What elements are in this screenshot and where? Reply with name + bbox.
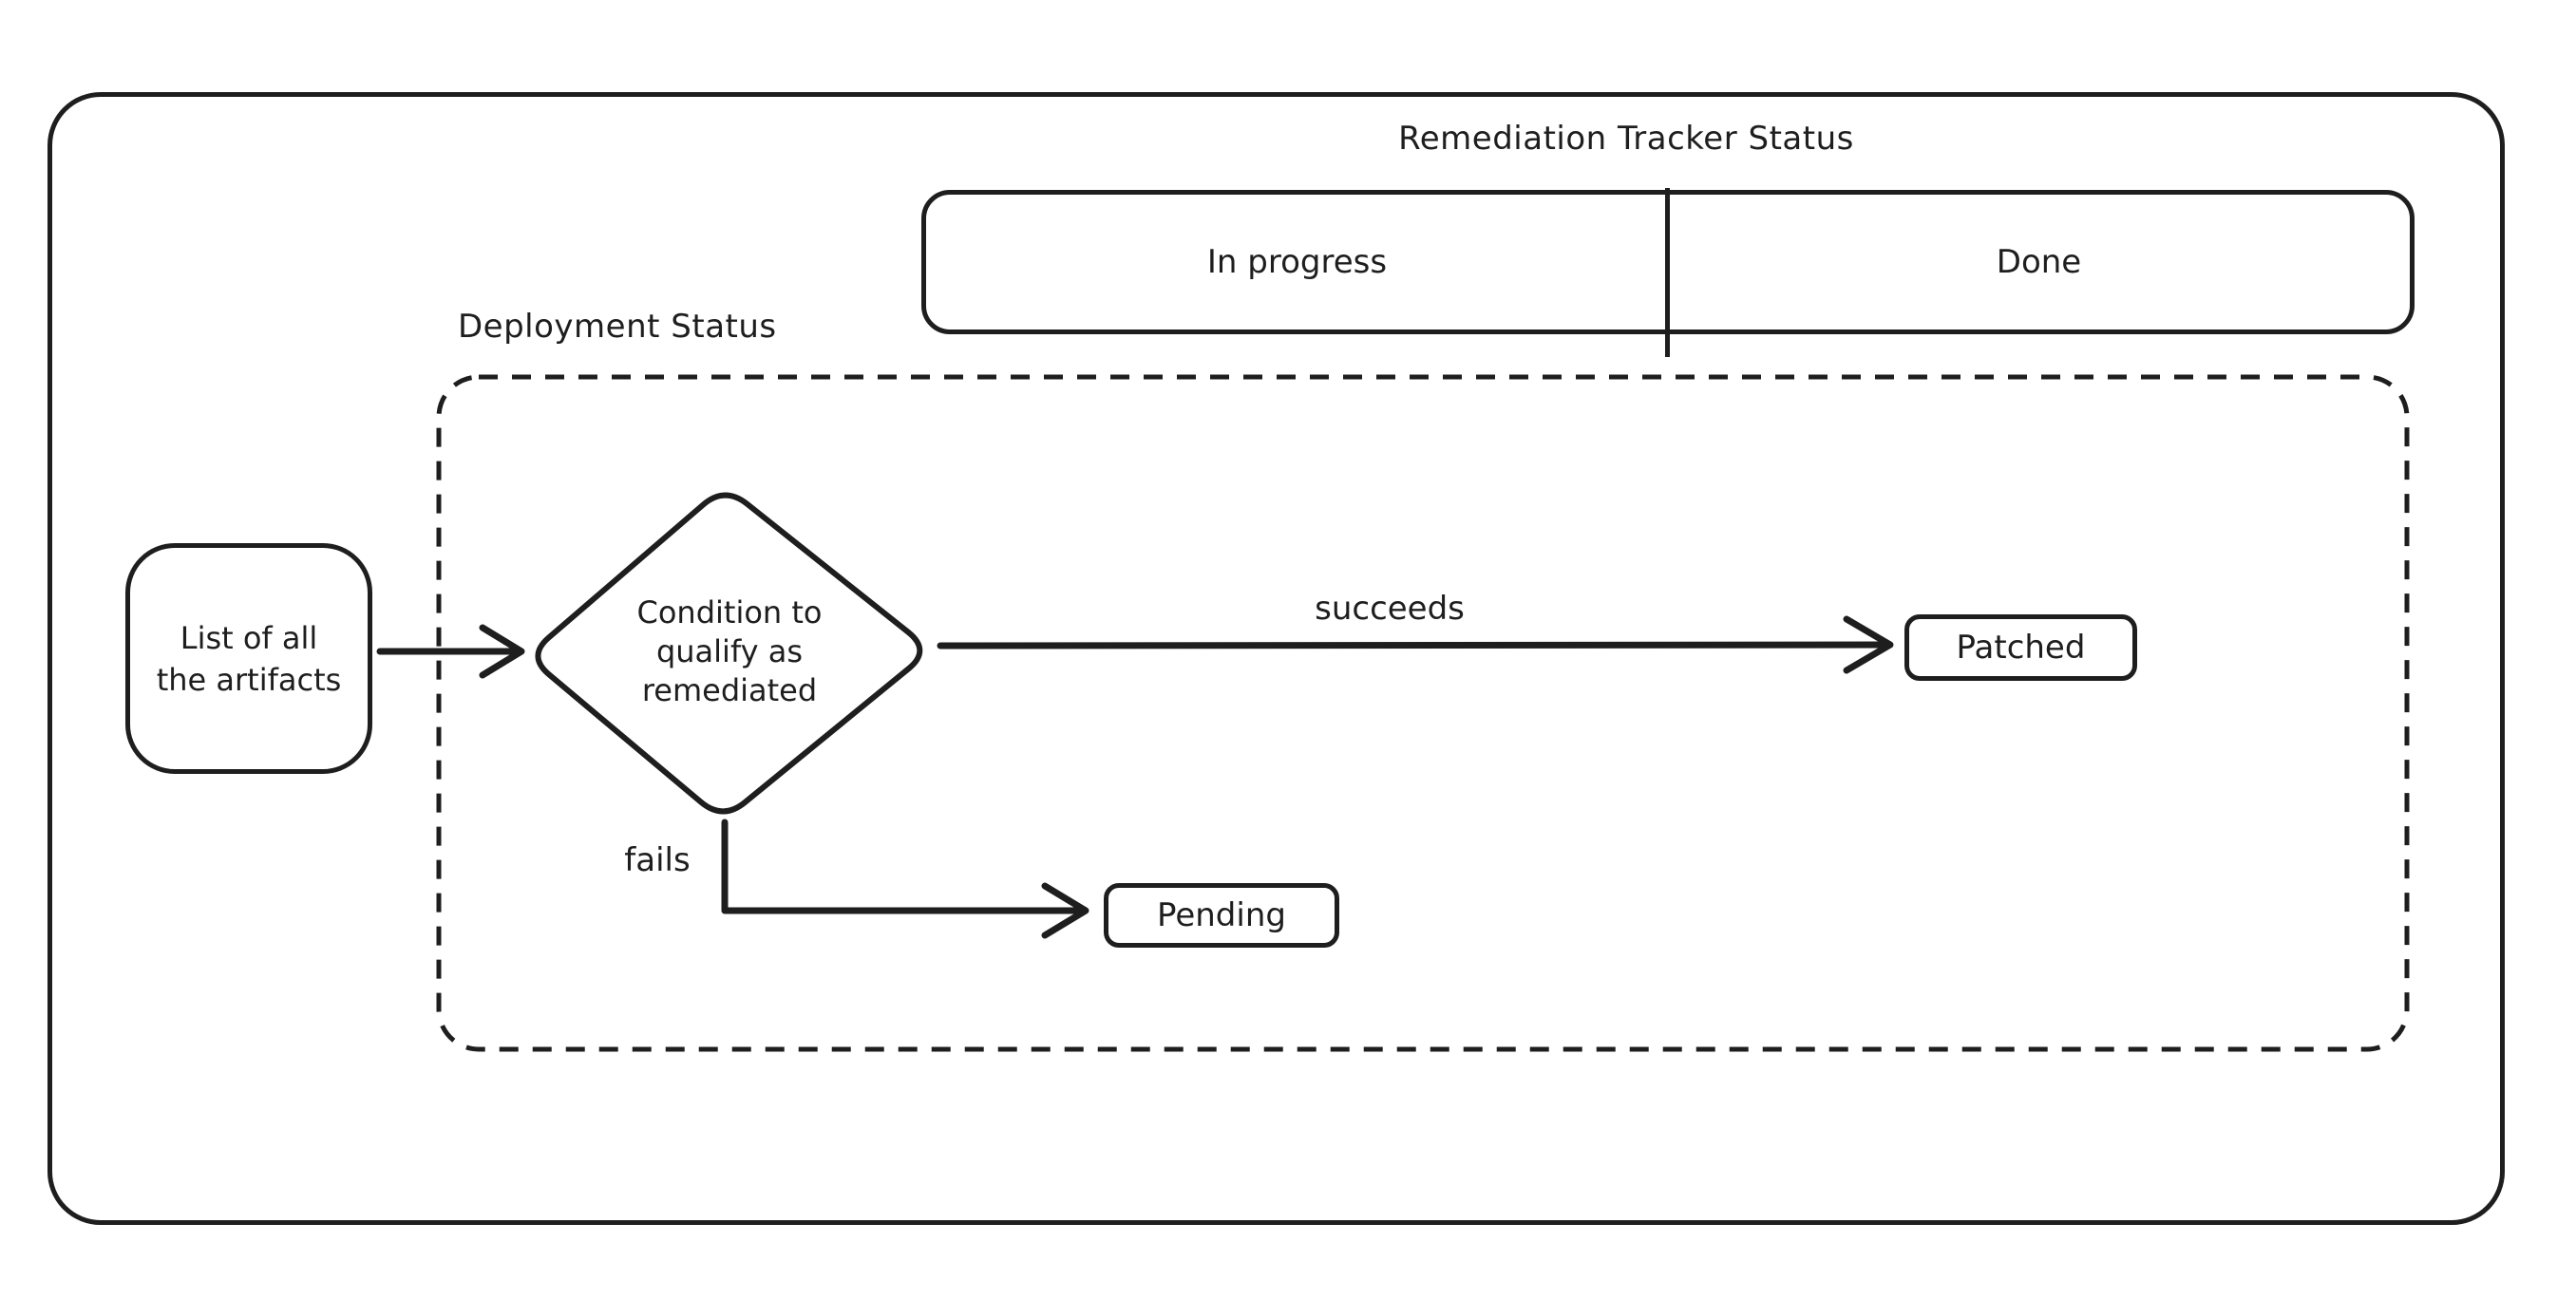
condition-label-line2: qualify as [655, 632, 804, 669]
deployment-status-label: Deployment Status [458, 308, 777, 346]
condition-label-line3: remediated [641, 671, 818, 708]
condition-node-label: Condition to qualify as remediated [516, 471, 943, 832]
patched-node: Patched [1904, 614, 2137, 681]
tracker-divider [1665, 188, 1670, 357]
pending-node-label: Pending [1157, 896, 1286, 934]
edge-label-succeeds: succeeds [1309, 590, 1470, 628]
tracker-segment-done: Done [1996, 243, 2082, 281]
artifacts-node-label-line2: the artifacts [156, 661, 342, 698]
edge-label-fails: fails [618, 841, 696, 879]
pending-node: Pending [1104, 883, 1339, 948]
tracker-segment-in-progress: In progress [1206, 243, 1388, 281]
artifacts-node-label-line1: List of all [180, 619, 318, 656]
artifacts-node: List of all the artifacts [125, 543, 372, 774]
condition-label-line1: Condition to [636, 593, 823, 631]
patched-node-label: Patched [1956, 629, 2086, 667]
diagram-title: Remediation Tracker Status [1398, 120, 1854, 158]
